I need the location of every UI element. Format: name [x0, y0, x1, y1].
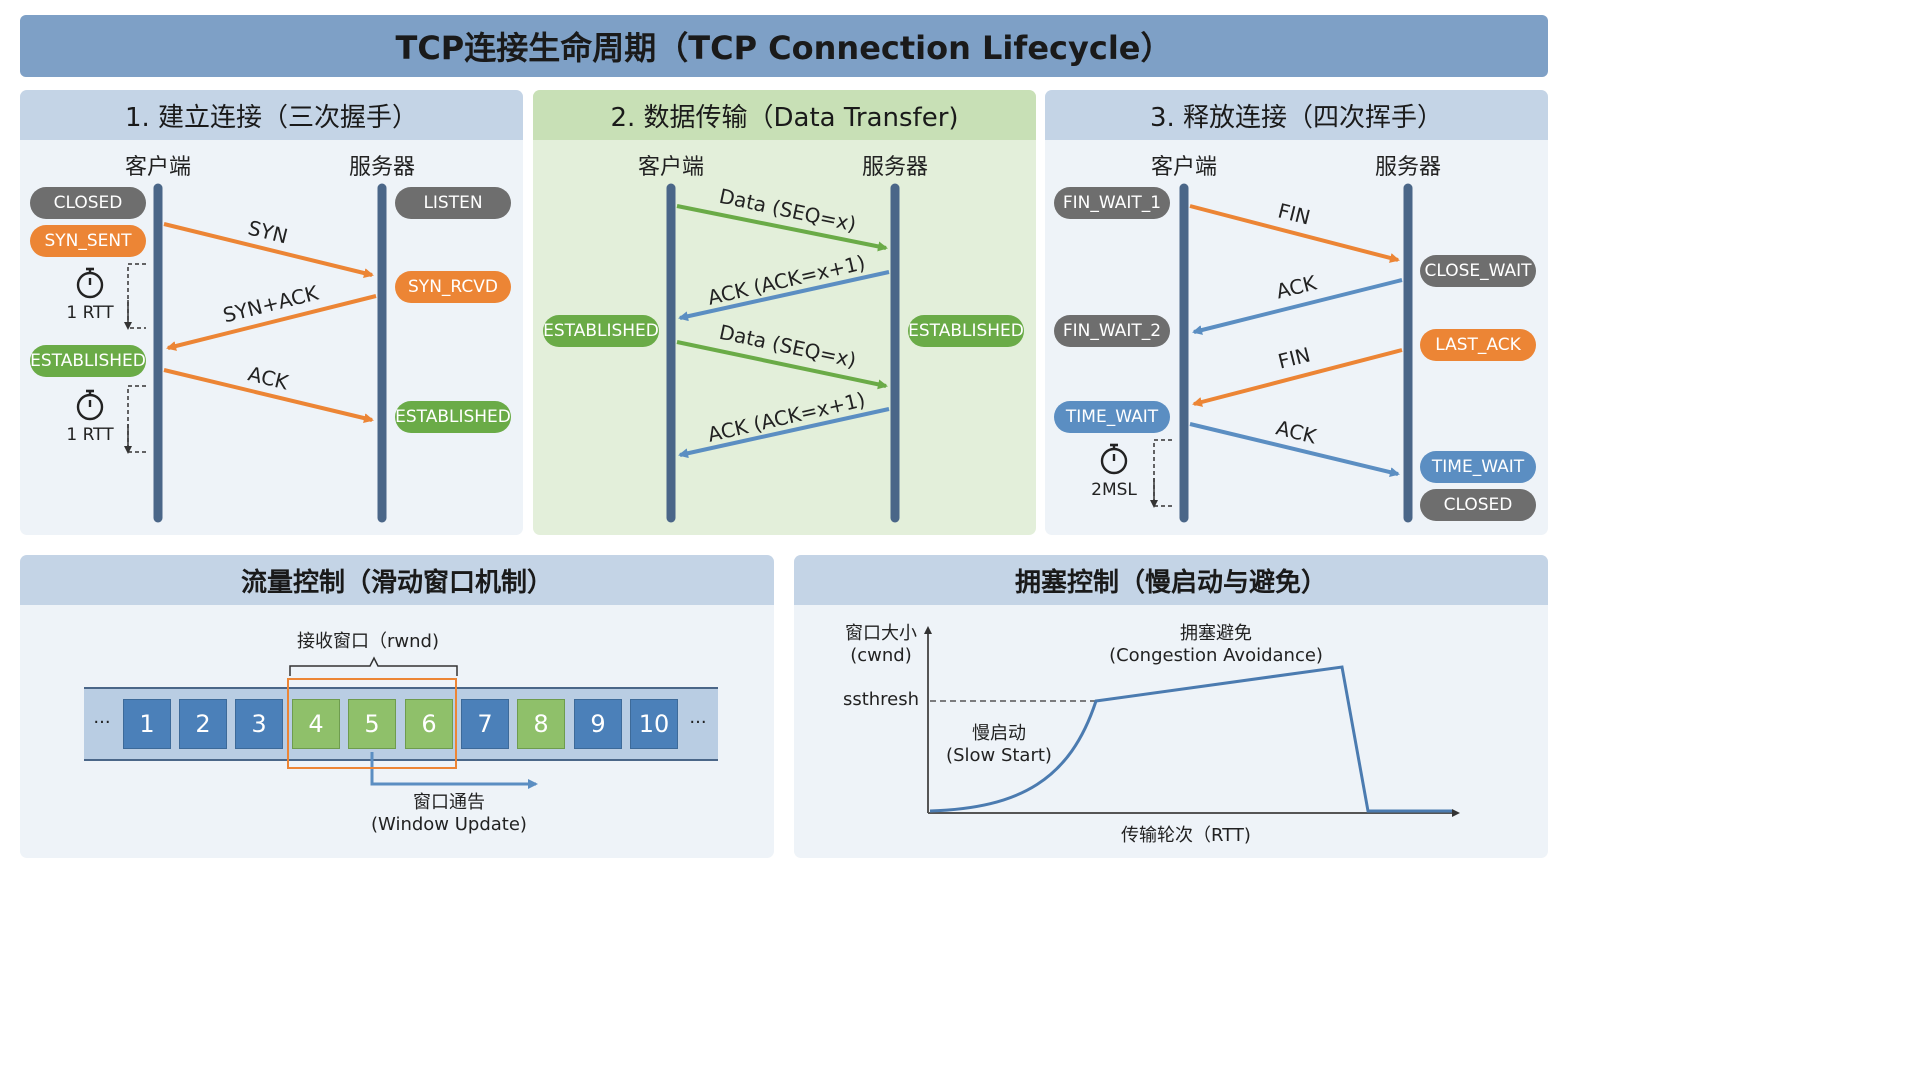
handshake-client-label: 客户端	[124, 155, 192, 180]
ack-arrow	[163, 368, 374, 423]
y-label-cn: 窗口大小	[845, 623, 917, 644]
state-fin-wait-1: FIN_WAIT_1	[1054, 187, 1170, 219]
seq-cell-6: 6	[405, 699, 453, 749]
ack-arrow-teardown-2	[1189, 422, 1400, 477]
seq-cell-2: 2	[179, 699, 227, 749]
msl-label: 2MSL	[1091, 480, 1137, 500]
rwnd-label: 接收窗口（rwnd)	[297, 631, 439, 652]
state-time-wait-server: TIME_WAIT	[1420, 451, 1536, 483]
stopwatch-icon	[76, 267, 104, 299]
state-fin-wait-2: FIN_WAIT_2	[1054, 315, 1170, 347]
ellipsis-right: ···	[689, 712, 707, 733]
window-update-label-en: (Window Update)	[371, 814, 527, 835]
ack-arrow-teardown-1	[1192, 278, 1403, 335]
handshake-server-label: 服务器	[348, 155, 416, 180]
seq-cell-5: 5	[348, 699, 396, 749]
rtt-label-2: 1 RTT	[66, 425, 114, 445]
state-time-wait-client: TIME_WAIT	[1054, 401, 1170, 433]
state-last-ack: LAST_ACK	[1420, 329, 1536, 361]
state-syn-sent: SYN_SENT	[30, 225, 146, 257]
cwnd-curve	[929, 665, 1452, 813]
fin-arrow-2	[1192, 348, 1403, 407]
synack-arrow	[166, 294, 377, 351]
state-established-transfer-server: ESTABLISHED	[908, 315, 1024, 347]
rtt-label-1: 1 RTT	[66, 303, 114, 323]
avoid-label-cn: 拥塞避免	[1180, 623, 1252, 644]
seq-cell-7: 7	[461, 699, 509, 749]
window-update-label-cn: 窗口通告	[413, 792, 485, 813]
transfer-server-label: 服务器	[861, 155, 929, 180]
congestion-heading: 拥塞控制（慢启动与避免）	[794, 555, 1548, 605]
page-title: TCP连接生命周期（TCP Connection Lifecycle）	[20, 15, 1548, 77]
receive-window-frame	[287, 678, 457, 769]
teardown-client-label: 客户端	[1150, 155, 1218, 180]
window-update-arrow	[370, 752, 538, 789]
seq-cell-10: 10	[630, 699, 678, 749]
seq-cell-4: 4	[292, 699, 340, 749]
data-arrow-1	[676, 204, 888, 252]
handshake-panel: 1. 建立连接（三次握手）	[20, 90, 523, 535]
seq-cell-1: 1	[123, 699, 171, 749]
slow-start-label-en: (Slow Start)	[946, 745, 1052, 766]
seq-cell-8: 8	[517, 699, 565, 749]
state-established-transfer-client: ESTABLISHED	[543, 315, 659, 347]
handshake-heading: 1. 建立连接（三次握手）	[20, 90, 523, 140]
transfer-client-label: 客户端	[637, 155, 705, 180]
transfer-panel: 2. 数据传输（Data Transfer)	[533, 90, 1036, 535]
y-label-en: (cwnd)	[850, 645, 912, 666]
syn-arrow	[163, 222, 374, 278]
ssthresh-label: ssthresh	[842, 689, 920, 710]
ack-data-arrow-1	[678, 270, 890, 322]
state-syn-rcvd: SYN_RCVD	[395, 271, 511, 303]
ellipsis-left: ···	[93, 712, 111, 733]
state-close-wait: CLOSE_WAIT	[1420, 255, 1536, 287]
congestion-panel: 拥塞控制（慢启动与避免）	[794, 555, 1548, 858]
transfer-heading: 2. 数据传输（Data Transfer)	[533, 90, 1036, 140]
avoid-label-en: (Congestion Avoidance)	[1109, 645, 1323, 666]
state-closed: CLOSED	[30, 187, 146, 219]
slow-start-label-cn: 慢启动	[972, 723, 1026, 744]
fin-arrow-1	[1189, 204, 1400, 263]
state-established-client: ESTABLISHED	[30, 345, 146, 377]
teardown-heading: 3. 释放连接（四次挥手）	[1045, 90, 1548, 140]
x-axis-label: 传输轮次（RTT)	[1121, 825, 1251, 846]
rwnd-brace	[289, 656, 458, 676]
rtt-bracket-2	[127, 385, 146, 453]
state-established-server: ESTABLISHED	[395, 401, 511, 433]
seq-cell-9: 9	[574, 699, 622, 749]
msl-bracket	[1153, 439, 1172, 507]
data-arrow-2	[676, 340, 888, 390]
teardown-server-label: 服务器	[1374, 155, 1442, 180]
rtt-bracket-1	[127, 263, 146, 329]
stopwatch-icon	[1100, 443, 1128, 475]
ack-data-arrow-2	[678, 407, 890, 459]
flow-heading: 流量控制（滑动窗口机制）	[20, 555, 774, 605]
stopwatch-icon	[76, 389, 104, 421]
seq-cell-3: 3	[235, 699, 283, 749]
state-closed-server: CLOSED	[1420, 489, 1536, 521]
state-listen: LISTEN	[395, 187, 511, 219]
